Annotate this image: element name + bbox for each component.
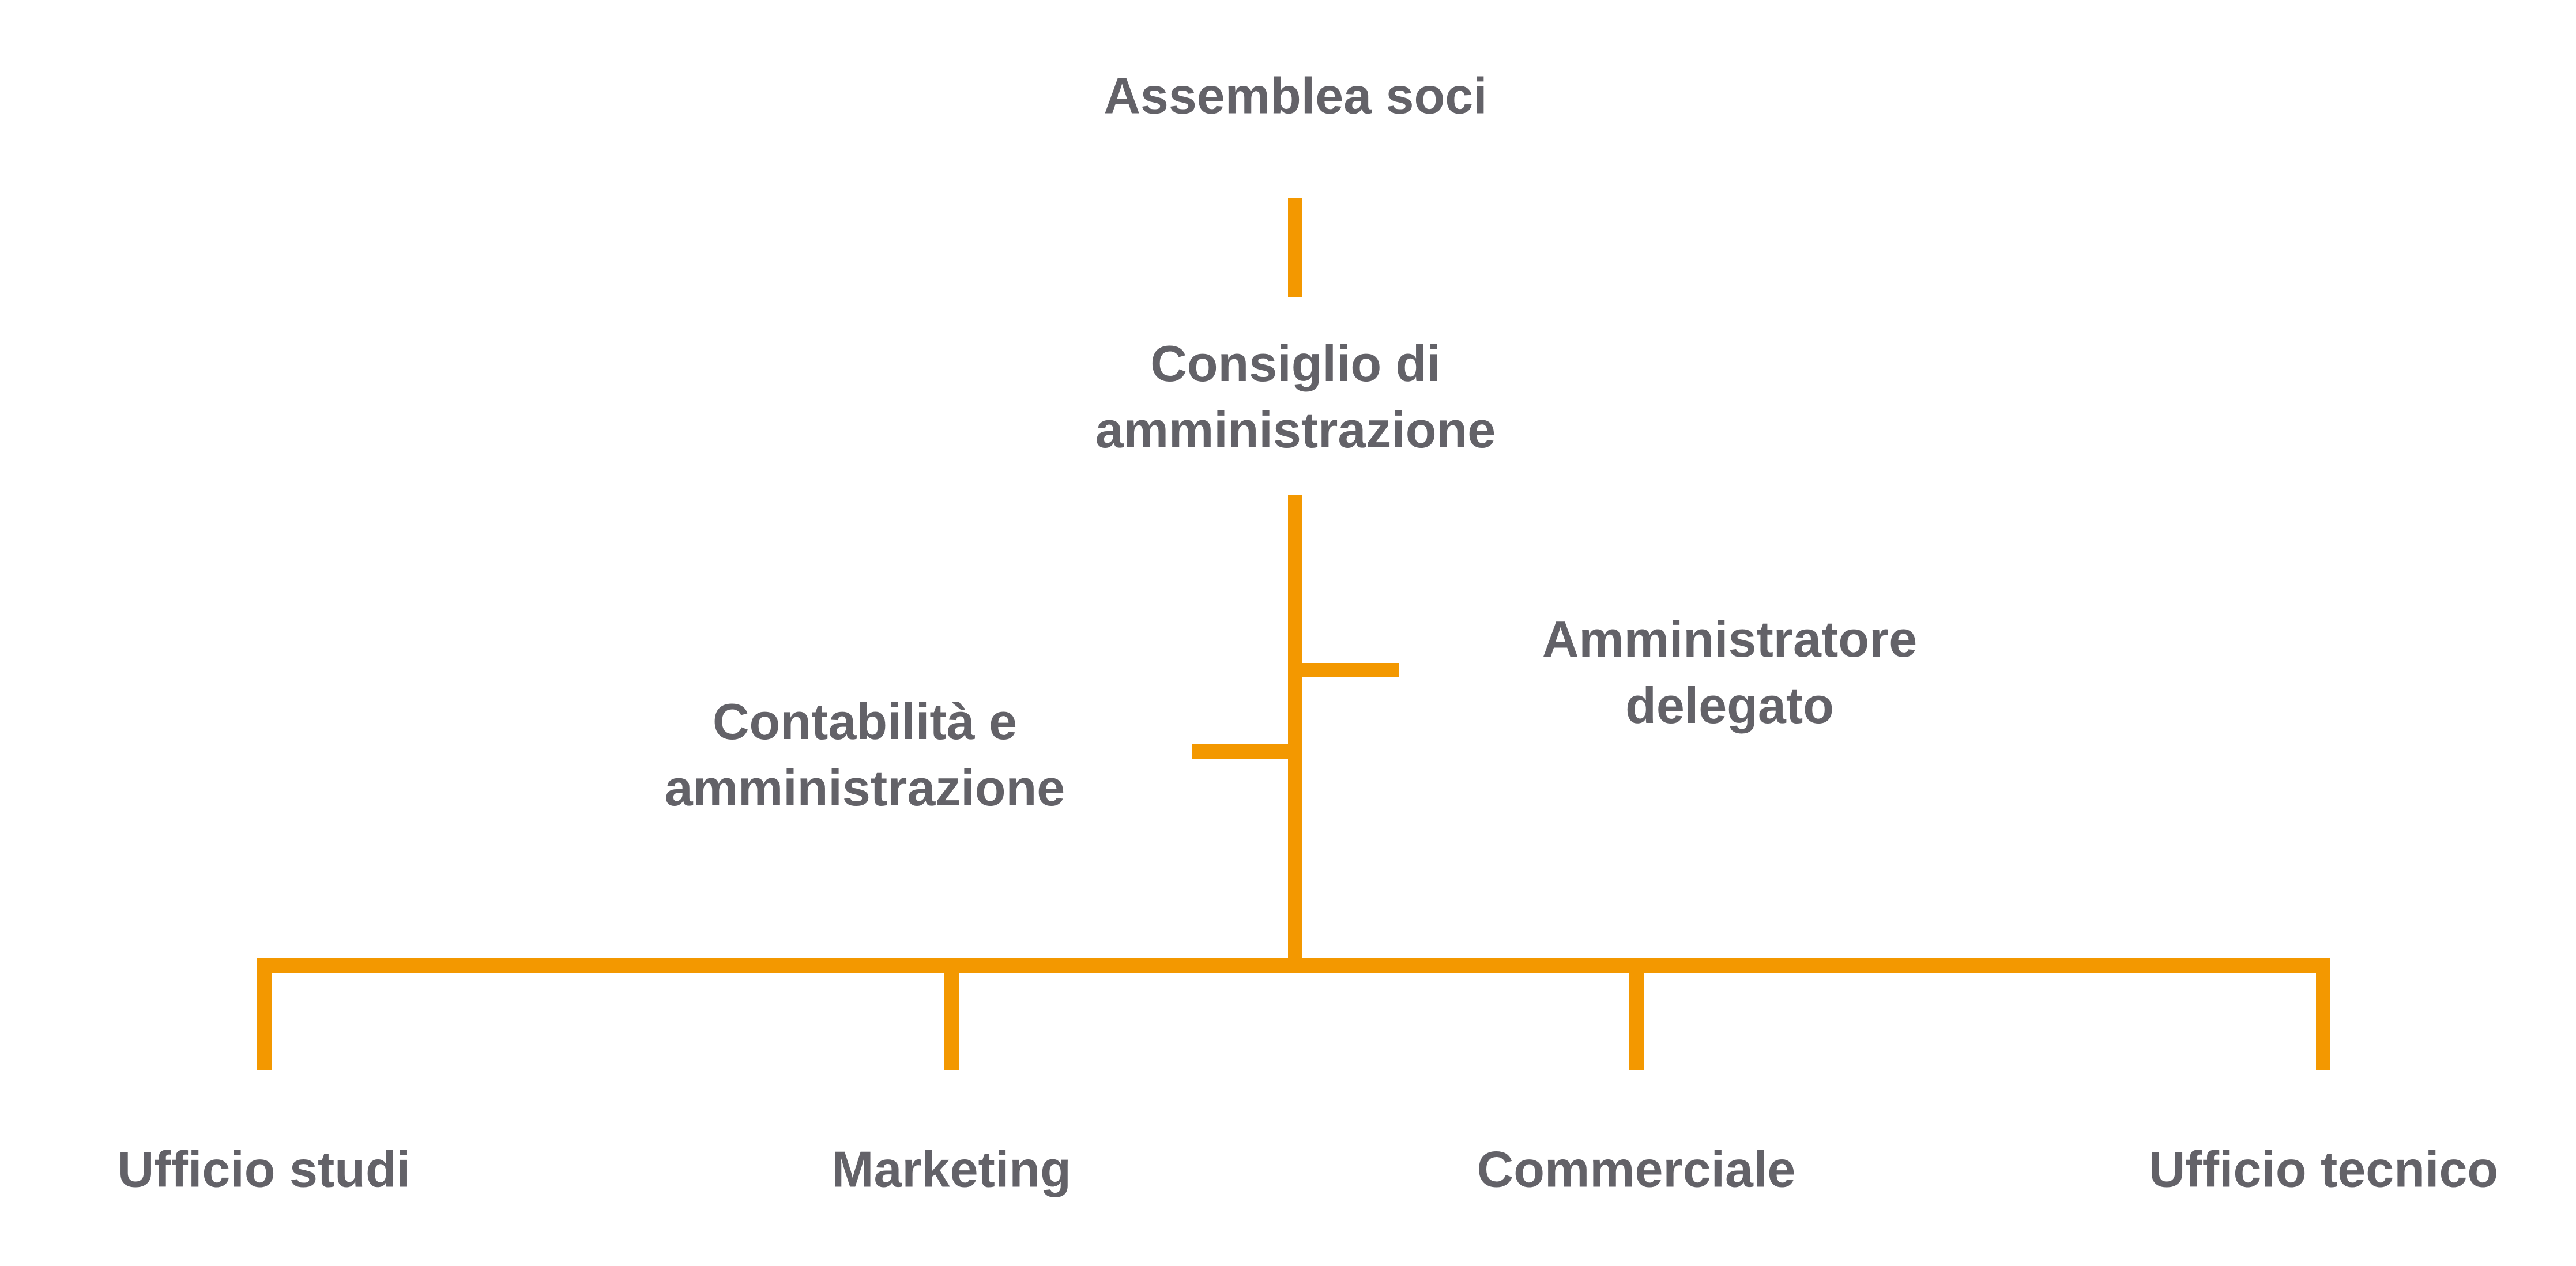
connector-drop-ufficio-studi [257,958,272,1070]
connector-accounting-branch [1192,744,1302,759]
connector-assembly-board [1288,198,1302,297]
node-label-line: Amministratore [1542,611,1918,668]
node-label-line: amministrazione [1095,401,1496,458]
connector-departments-bar [257,958,2330,973]
node-marketing: Marketing [831,1140,1071,1198]
connector-drop-marketing [944,958,959,1070]
node-commerciale: Commerciale [1477,1140,1796,1198]
connector-ceo-branch [1288,663,1399,677]
node-consiglio-amministrazione: Consiglio di amministrazione [1095,330,1496,463]
node-ufficio-studi: Ufficio studi [117,1140,411,1198]
connector-drop-commerciale [1629,958,1644,1070]
node-label-line: Contabilità e [712,693,1018,750]
node-ufficio-tecnico: Ufficio tecnico [2148,1140,2499,1198]
node-contabilita-amministrazione: Contabilità e amministrazione [665,688,1065,821]
node-label-line: amministrazione [664,759,1065,816]
node-assemblea-soci: Assemblea soci [1104,67,1487,125]
node-amministratore-delegato: Amministratore delegato [1542,606,1917,738]
connector-main-trunk [1288,495,1302,973]
connector-drop-ufficio-tecnico [2316,958,2330,1070]
node-label-line: delegato [1625,677,1834,734]
node-label-line: Consiglio di [1150,335,1441,392]
